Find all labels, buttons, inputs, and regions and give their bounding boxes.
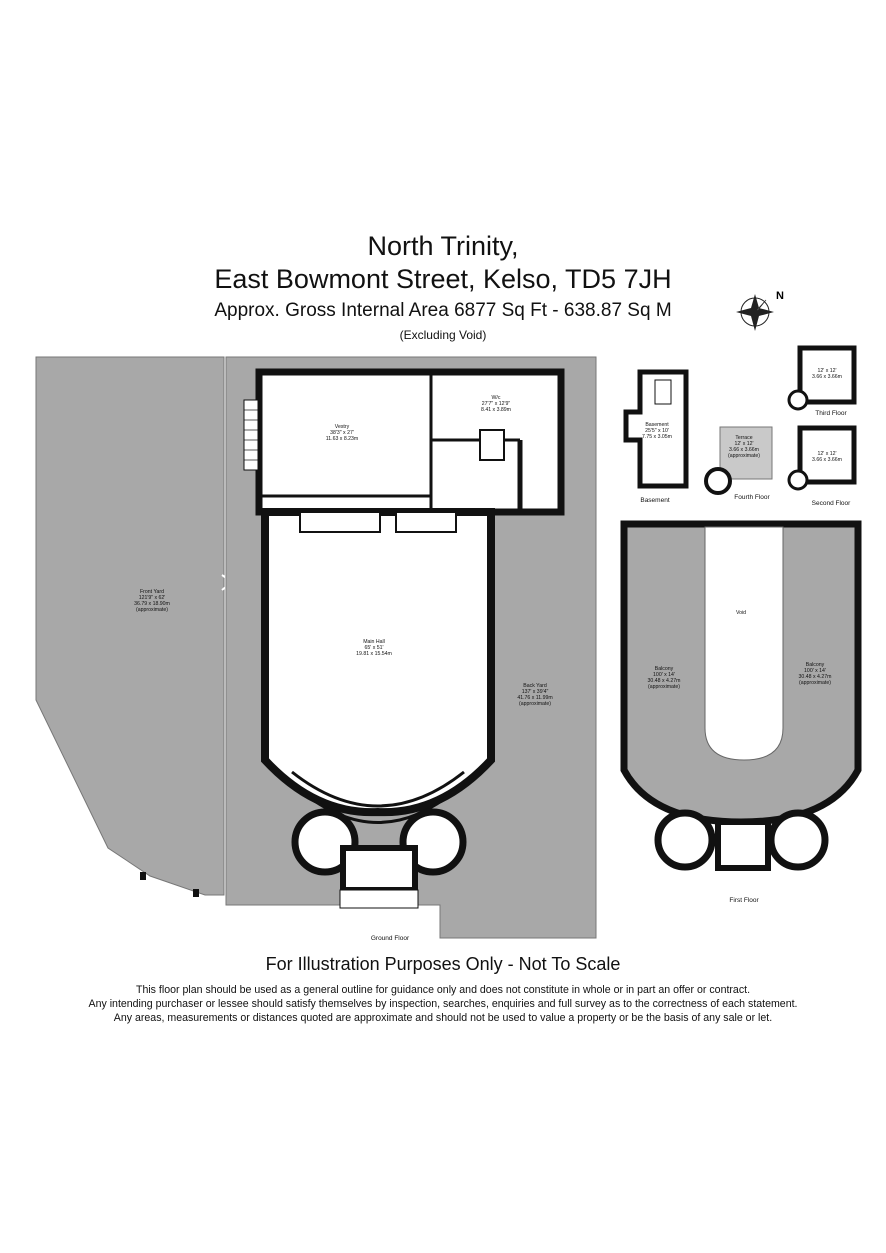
svg-text:100' x 14': 100' x 14' bbox=[653, 672, 675, 678]
disclaimer-line-1: This floor plan should be used as a gene… bbox=[135, 984, 751, 996]
disclaimer-line-3: Any areas, measurements or distances quo… bbox=[113, 1012, 773, 1024]
svg-text:41.76 x 11.99m: 41.76 x 11.99m bbox=[517, 695, 552, 701]
svg-text:(approximate): (approximate) bbox=[648, 684, 680, 690]
stair-tower-first-right bbox=[767, 809, 829, 871]
third-floor-plan bbox=[797, 345, 857, 405]
stair-tower-first-left bbox=[654, 809, 716, 871]
disclaimer-line-2: Any intending purchaser or lessee should… bbox=[88, 998, 798, 1010]
svg-text:27'7" x 12'9": 27'7" x 12'9" bbox=[482, 401, 511, 407]
wc-label: W/c bbox=[492, 395, 501, 401]
svg-text:(approximate): (approximate) bbox=[799, 680, 831, 686]
title-line-2: East Bowmont Street, Kelso, TD5 7JH bbox=[214, 264, 672, 294]
svg-text:11.63 x 8.23m: 11.63 x 8.23m bbox=[326, 436, 359, 442]
svg-text:65' x 51': 65' x 51' bbox=[365, 645, 384, 651]
title-line-1: North Trinity, bbox=[367, 231, 519, 261]
svg-text:137' x 39'4": 137' x 39'4" bbox=[522, 689, 549, 695]
svg-text:8.41 x 3.89m: 8.41 x 3.89m bbox=[481, 407, 511, 413]
second-floor-room-dim: 12' x 12' bbox=[818, 451, 837, 457]
svg-text:100' x 14': 100' x 14' bbox=[804, 668, 826, 674]
second-floor-label: Second Floor bbox=[812, 500, 851, 507]
svg-text:3.66 x 3.66m: 3.66 x 3.66m bbox=[729, 447, 759, 453]
second-floor-plan bbox=[797, 425, 857, 485]
vestry-block bbox=[255, 368, 565, 516]
terrace-plan bbox=[719, 426, 773, 480]
front-yard-area bbox=[35, 356, 225, 896]
balcony-left-label: Balcony bbox=[655, 666, 674, 672]
entrance-porch bbox=[340, 845, 418, 893]
compass-north-label: N bbox=[776, 290, 784, 302]
svg-text:7.75 x 3.05m: 7.75 x 3.05m bbox=[642, 434, 672, 440]
svg-text:121'9" x 62': 121'9" x 62' bbox=[139, 595, 166, 601]
svg-text:3.66 x 3.66m: 3.66 x 3.66m bbox=[812, 457, 842, 463]
fourth-floor-label: Fourth Floor bbox=[734, 494, 770, 501]
main-hall-shell bbox=[261, 508, 495, 817]
void-label: Void bbox=[736, 610, 746, 616]
void-area bbox=[704, 526, 784, 761]
svg-text:19.81 x 15.54m: 19.81 x 15.54m bbox=[356, 651, 392, 657]
basement-room-label: Basement bbox=[645, 422, 669, 428]
svg-text:(approximate): (approximate) bbox=[136, 607, 168, 613]
svg-text:36.79 x 18.90m: 36.79 x 18.90m bbox=[134, 601, 170, 607]
basement-floor-label: Basement bbox=[640, 497, 669, 504]
svg-text:25'5" x 10': 25'5" x 10' bbox=[645, 428, 669, 434]
compass-icon: N bbox=[736, 290, 784, 331]
void-note: (Excluding Void) bbox=[399, 328, 487, 342]
back-yard-label: Back Yard bbox=[523, 683, 547, 689]
illustration-notice: For Illustration Purposes Only - Not To … bbox=[265, 954, 621, 974]
svg-text:38'3" x 27': 38'3" x 27' bbox=[330, 430, 354, 436]
svg-text:30.48 x 4.27m: 30.48 x 4.27m bbox=[648, 678, 681, 684]
svg-text:30.48 x 4.27m: 30.48 x 4.27m bbox=[799, 674, 832, 680]
terrace-label: Terrace bbox=[735, 435, 752, 441]
vestry-label: Vestry bbox=[335, 424, 350, 430]
gross-area: Approx. Gross Internal Area 6877 Sq Ft -… bbox=[214, 300, 672, 321]
front-yard-label: Front Yard bbox=[140, 589, 164, 595]
svg-text:(approximate): (approximate) bbox=[519, 701, 551, 707]
first-floor-label: First Floor bbox=[729, 897, 759, 904]
ground-floor-label: Ground Floor bbox=[371, 935, 410, 942]
svg-text:12' x 12': 12' x 12' bbox=[735, 441, 754, 447]
third-floor-label: Third Floor bbox=[815, 410, 847, 417]
third-floor-room-dim: 12' x 12' bbox=[818, 368, 837, 374]
main-hall-label: Main Hall bbox=[363, 639, 385, 645]
svg-text:(approximate): (approximate) bbox=[728, 453, 760, 459]
balcony-right-label: Balcony bbox=[806, 662, 825, 668]
svg-text:3.66 x 3.66m: 3.66 x 3.66m bbox=[812, 374, 842, 380]
